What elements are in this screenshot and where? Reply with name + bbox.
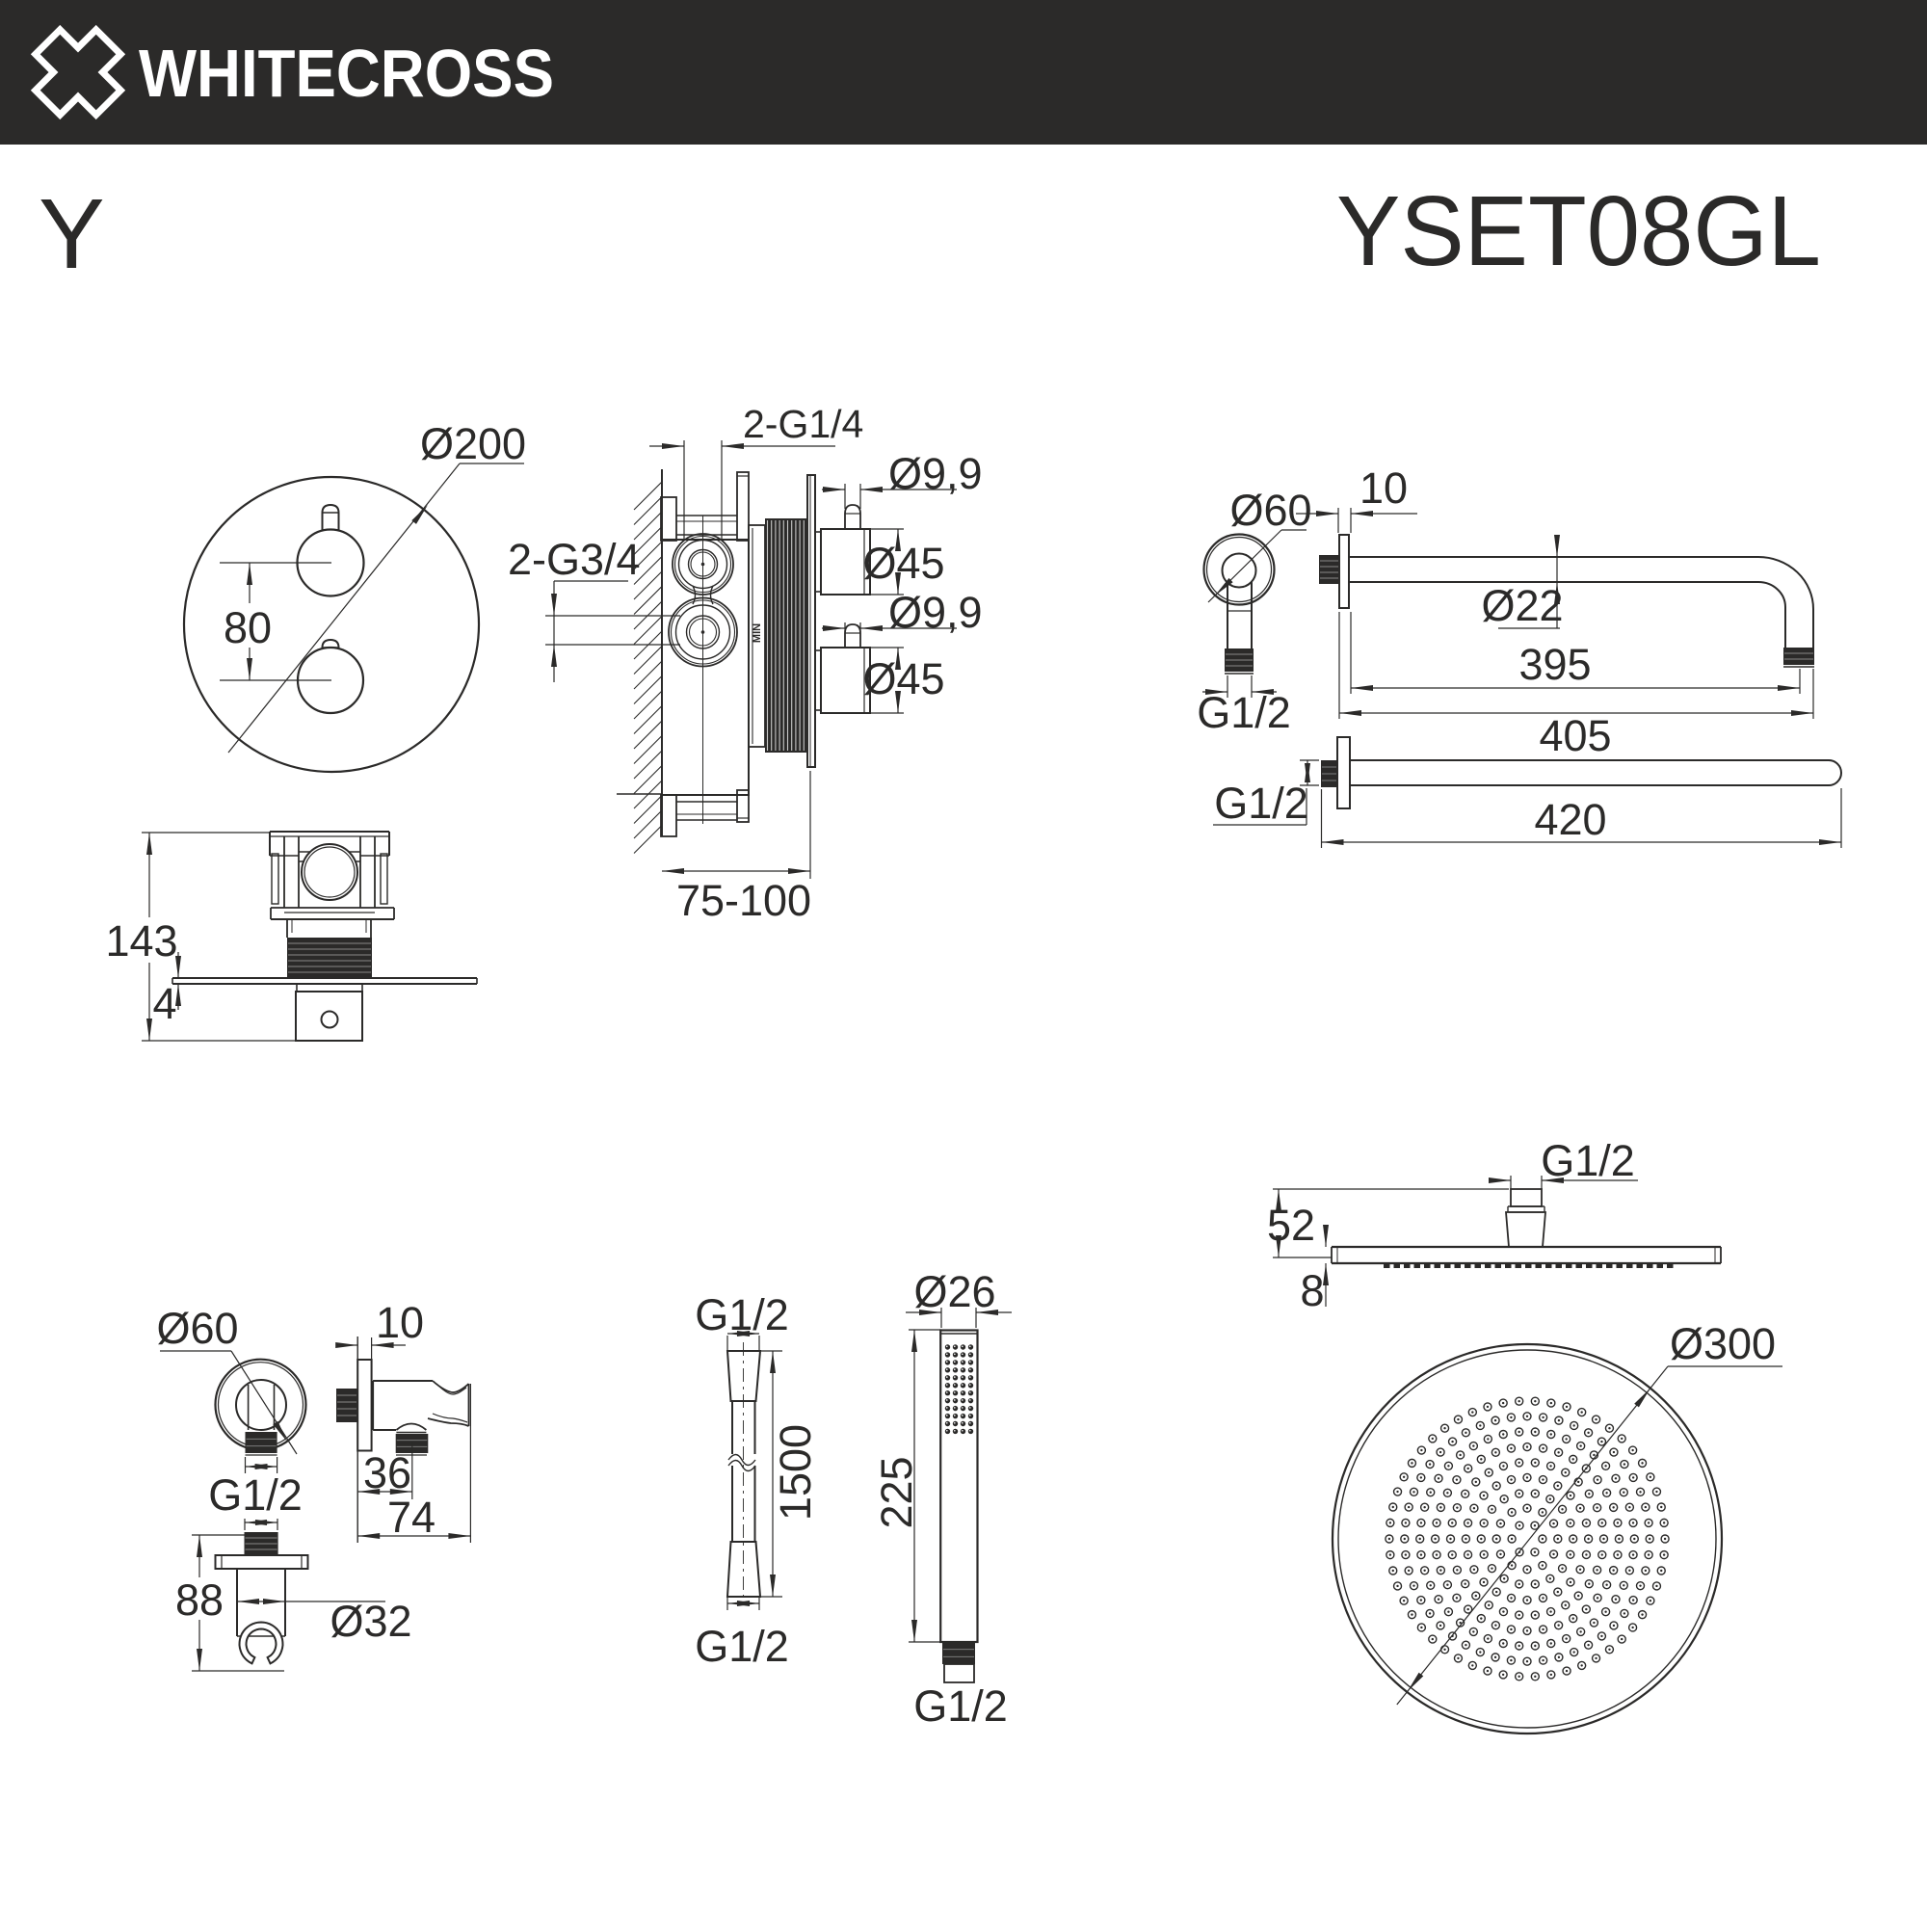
svg-text:225: 225 [872, 1456, 921, 1528]
svg-text:52: 52 [1267, 1201, 1315, 1250]
svg-text:Ø60: Ø60 [156, 1304, 238, 1353]
svg-text:G1/2: G1/2 [695, 1290, 789, 1339]
svg-text:88: 88 [175, 1575, 224, 1625]
svg-text:Ø45: Ø45 [862, 654, 944, 703]
svg-text:10: 10 [1359, 463, 1408, 513]
svg-text:YSET08GL: YSET08GL [1336, 175, 1821, 286]
svg-text:G1/2: G1/2 [208, 1470, 303, 1520]
svg-text:Ø200: Ø200 [420, 419, 526, 468]
svg-text:75-100: 75-100 [676, 876, 811, 925]
svg-text:395: 395 [1518, 640, 1591, 689]
svg-text:10: 10 [376, 1298, 424, 1347]
svg-text:G1/2: G1/2 [1197, 688, 1291, 737]
svg-text:G1/2: G1/2 [695, 1622, 789, 1671]
svg-text:Y: Y [39, 178, 105, 289]
svg-text:G1/2: G1/2 [913, 1681, 1008, 1731]
svg-text:WHITECROSS: WHITECROSS [139, 36, 554, 111]
svg-text:MIN: MIN [752, 623, 763, 643]
svg-text:4: 4 [152, 979, 176, 1028]
svg-text:36: 36 [363, 1448, 411, 1497]
svg-text:Ø26: Ø26 [913, 1267, 995, 1316]
svg-text:G1/2: G1/2 [1214, 779, 1308, 828]
svg-text:G1/2: G1/2 [1541, 1136, 1635, 1185]
svg-text:Ø9,9: Ø9,9 [888, 449, 983, 498]
svg-text:Ø300: Ø300 [1670, 1319, 1776, 1368]
svg-text:80: 80 [224, 603, 272, 652]
svg-text:Ø32: Ø32 [330, 1597, 411, 1646]
svg-text:420: 420 [1534, 795, 1606, 844]
svg-text:1500: 1500 [771, 1424, 820, 1521]
svg-text:405: 405 [1539, 711, 1611, 760]
svg-text:8: 8 [1300, 1266, 1324, 1315]
svg-text:74: 74 [387, 1493, 436, 1542]
svg-text:2-G3/4: 2-G3/4 [508, 535, 641, 584]
svg-text:Ø45: Ø45 [862, 539, 944, 588]
svg-text:143: 143 [105, 916, 177, 966]
svg-text:2-G1/4: 2-G1/4 [743, 402, 863, 446]
svg-text:Ø22: Ø22 [1481, 581, 1563, 630]
svg-text:Ø9,9: Ø9,9 [888, 588, 983, 637]
svg-text:Ø60: Ø60 [1229, 486, 1311, 535]
